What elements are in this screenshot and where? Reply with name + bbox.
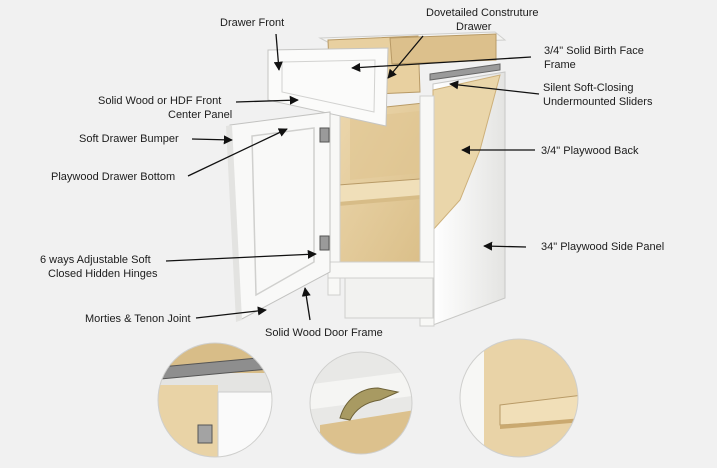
detail-circle-slider bbox=[158, 343, 272, 457]
label-soft-drawer-bumper: Soft Drawer Bumper bbox=[79, 133, 179, 145]
label-front-center-panel: Solid Wood or HDF Front Center Panel bbox=[98, 94, 232, 122]
label-sliders-line2: Undermounted Sliders bbox=[543, 96, 653, 108]
label-solid-wood-line1: Solid Wood or HDF Front bbox=[98, 95, 222, 107]
label-door-frame: Solid Wood Door Frame bbox=[265, 327, 383, 339]
hinge-icon bbox=[319, 127, 330, 143]
arrow-birth bbox=[351, 56, 532, 73]
arrow-door-frame bbox=[301, 287, 311, 321]
label-mortise-tenon: Morties & Tenon Joint bbox=[85, 313, 191, 325]
label-hinges-line1: 6 ways Adjustable Soft bbox=[40, 254, 151, 266]
arrow-dovetail bbox=[387, 35, 424, 79]
arrow-side-panel bbox=[483, 241, 527, 251]
label-plywood-back: 3/4" Playwood Back bbox=[541, 145, 639, 157]
hinge-icon bbox=[319, 235, 330, 251]
label-drawer-front: Drawer Front bbox=[220, 17, 285, 29]
corner-bracket-icon bbox=[339, 387, 400, 421]
label-hidden-hinges: 6 ways Adjustable Soft Closed Hidden Hin… bbox=[40, 253, 157, 281]
label-side-panel: 34" Playwood Side Panel bbox=[541, 241, 665, 253]
cabinet-door bbox=[226, 111, 331, 322]
arrow-bumper bbox=[191, 135, 233, 145]
arrow-sliders bbox=[449, 80, 540, 95]
arrow-mortise bbox=[195, 306, 267, 319]
label-birth-line1: 3/4" Solid Birth Face bbox=[544, 45, 644, 57]
arrow-drawer-bottom bbox=[187, 128, 288, 177]
annotation-arrows bbox=[165, 33, 540, 321]
detail-circle-shelf bbox=[460, 339, 578, 457]
label-birth-line2: Frame bbox=[544, 59, 576, 71]
drawer-slider-icon bbox=[429, 63, 501, 81]
arrow-solid-wood bbox=[235, 95, 299, 105]
label-face-frame: 3/4" Solid Birth Face Frame bbox=[544, 44, 644, 72]
label-dovetail-drawer: Dovetailed Construture Drawer bbox=[426, 6, 539, 34]
detail-circle-bracket bbox=[310, 352, 412, 454]
arrow-hinges bbox=[165, 249, 317, 262]
label-sliders: Silent Soft-Closing Undermounted Sliders bbox=[543, 81, 652, 109]
label-hinges-line2: Closed Hidden Hinges bbox=[48, 268, 158, 280]
label-dovetail-line1: Dovetailed Construture bbox=[426, 7, 539, 19]
arrow-drawer-front bbox=[273, 33, 283, 71]
label-sliders-line1: Silent Soft-Closing bbox=[543, 82, 634, 94]
label-drawer-bottom: Playwood Drawer Bottom bbox=[51, 171, 176, 183]
label-solid-wood-line2: Center Panel bbox=[168, 109, 233, 121]
label-dovetail-line2: Drawer bbox=[456, 21, 492, 33]
